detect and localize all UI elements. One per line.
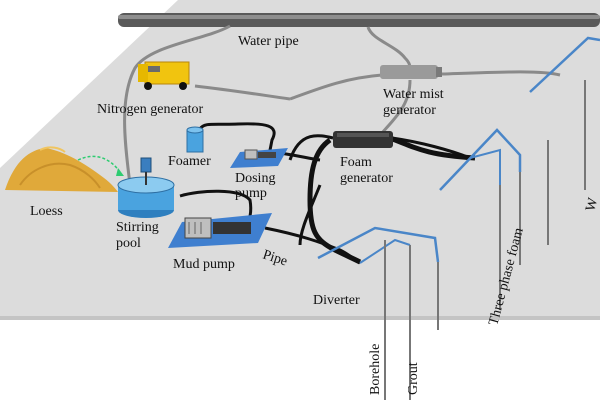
label-partial-w: W xyxy=(583,196,600,213)
borehole-group-2 xyxy=(439,128,549,310)
platform-front-edge xyxy=(0,316,600,320)
label-diverter: Diverter xyxy=(313,293,360,308)
borehole-group-1 xyxy=(317,226,440,400)
label-water-pipe: Water pipe xyxy=(238,34,299,49)
label-borehole: Borehole xyxy=(368,344,383,395)
label-mud-pump: Mud pump xyxy=(173,257,235,272)
foam-generator xyxy=(333,131,393,148)
mud-pump xyxy=(168,213,272,248)
label-dosing-pump-line1: Dosing xyxy=(235,171,275,186)
label-nitrogen-generator: Nitrogen generator xyxy=(97,102,203,117)
water-pipe-highlight xyxy=(118,15,600,19)
label-foamer: Foamer xyxy=(168,154,211,169)
foamer-tank xyxy=(186,126,204,153)
label-foam-generator-line1: Foam xyxy=(340,155,372,170)
borehole-group-3 xyxy=(529,36,600,190)
label-water-mist-generator-line2: generator xyxy=(383,103,436,118)
label-water-mist-generator-line1: Water mist xyxy=(383,87,444,102)
thick-foam-pipe xyxy=(389,135,476,161)
loess-pile xyxy=(5,146,118,192)
label-grout: Grout xyxy=(406,362,421,395)
water-mist-generator xyxy=(380,65,442,79)
thick-pipe-to-diverter xyxy=(307,137,362,265)
label-loess: Loess xyxy=(30,204,63,219)
label-pipe: Pipe xyxy=(261,248,289,270)
label-dosing-pump-line2: pump xyxy=(235,186,267,201)
stirring-pool xyxy=(117,157,175,218)
label-stirring-pool-line1: Stirring xyxy=(116,220,159,235)
nitrogen-generator xyxy=(138,61,190,90)
dosing-pump xyxy=(230,148,288,168)
loess-arrowhead xyxy=(116,168,124,176)
label-foam-generator-line2: generator xyxy=(340,171,393,186)
label-stirring-pool-line2: pool xyxy=(116,236,141,251)
